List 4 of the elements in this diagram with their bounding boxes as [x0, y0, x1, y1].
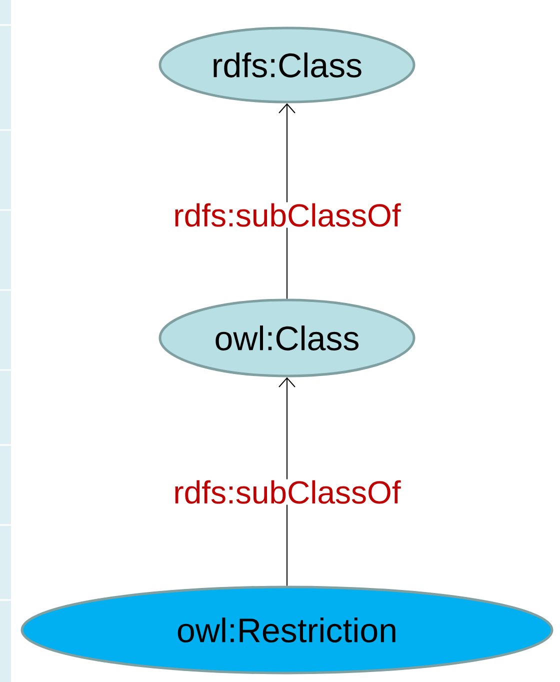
- arrow: [278, 103, 296, 300]
- edge-label: rdfs:subClassOf: [172, 479, 402, 505]
- edge-label: rdfs:subClassOf: [172, 202, 402, 228]
- arrow: [278, 377, 296, 586]
